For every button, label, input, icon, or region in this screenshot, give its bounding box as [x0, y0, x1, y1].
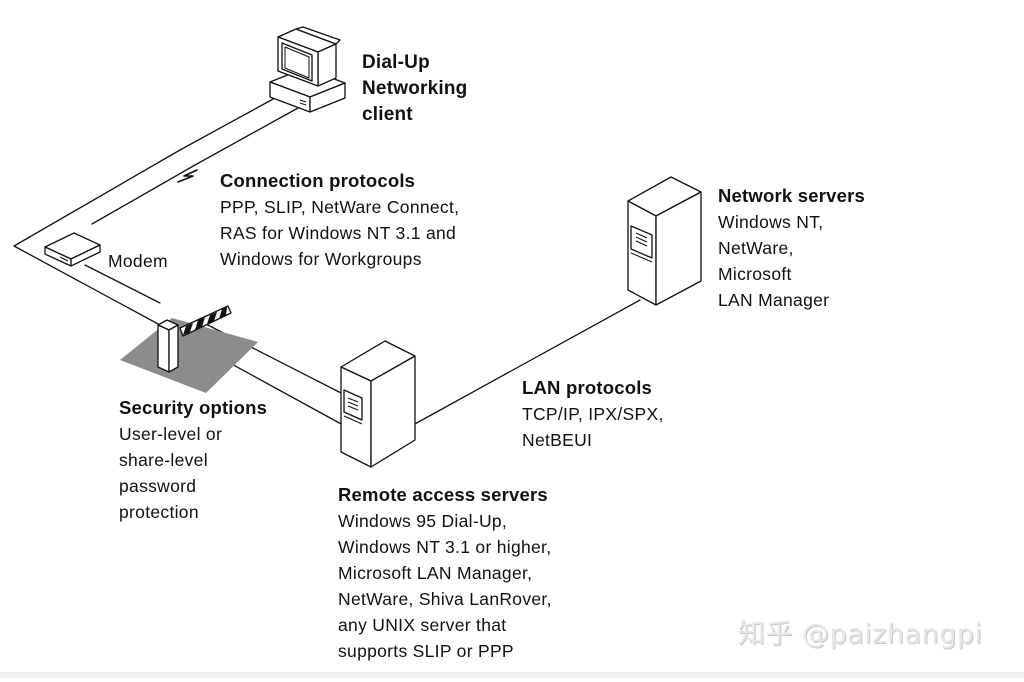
client-title-line: Networking: [362, 78, 468, 99]
connection-protocols-line: RAS for Windows NT 3.1 and: [220, 223, 457, 243]
remote-access-servers-line: NetWare, Shiva LanRover,: [338, 589, 552, 609]
network-servers-line: NetWare,: [718, 238, 794, 258]
phone-line-client-to-modem: [13, 97, 299, 247]
lan-protocols-title: LAN protocols: [522, 377, 653, 398]
network-servers-line: LAN Manager: [718, 290, 830, 310]
connection-protocols-line: Windows for Workgroups: [220, 249, 422, 269]
connection-protocols-line: PPP, SLIP, NetWare Connect,: [220, 197, 460, 217]
client-label: Dial-Up Networking client: [362, 50, 467, 128]
lan-protocols-line: NetBEUI: [522, 430, 593, 450]
security-options-title: Security options: [119, 397, 268, 418]
connection-protocols-label: Connection protocols PPP, SLIP, NetWare …: [220, 168, 459, 272]
network-servers-label: Network servers Windows NT, NetWare, Mic…: [718, 183, 865, 313]
modem-label: Modem: [108, 248, 168, 274]
modem-icon: [44, 232, 101, 267]
remote-access-servers-title: Remote access servers: [338, 484, 548, 505]
network-servers-title: Network servers: [718, 185, 865, 206]
watermark: 知乎 @paizhangpi: [738, 619, 983, 650]
remote-access-servers-line: supports SLIP or PPP: [338, 641, 514, 661]
remote-access-servers-label: Remote access servers Windows 95 Dial-Up…: [338, 482, 552, 664]
client-title-line: Dial-Up: [362, 52, 430, 73]
lan-protocols-line: TCP/IP, IPX/SPX,: [522, 404, 664, 424]
connection-protocols-title: Connection protocols: [220, 170, 416, 191]
security-options-line: password: [119, 476, 197, 496]
network-servers-line: Windows NT,: [718, 212, 824, 232]
lan-line-remote-to-network-server: [412, 299, 641, 426]
client-title-line: client: [362, 104, 413, 125]
modem-title: Modem: [108, 251, 168, 271]
remote-access-servers-line: Windows 95 Dial-Up,: [338, 511, 508, 531]
security-options-label: Security options User-level or share-lev…: [119, 395, 267, 525]
remote-access-servers-line: any UNIX server that: [338, 615, 507, 635]
security-options-line: share-level: [119, 450, 208, 470]
network-server-icon: [627, 176, 702, 306]
security-shadow: [120, 318, 258, 393]
security-options-line: User-level or: [119, 424, 223, 444]
remote-access-server-icon: [340, 340, 416, 468]
remote-access-servers-line: Windows NT 3.1 or higher,: [338, 537, 552, 557]
lan-protocols-label: LAN protocols TCP/IP, IPX/SPX, NetBEUI: [522, 375, 664, 453]
desktop-computer-icon: [269, 26, 346, 113]
bottom-divider: [0, 672, 1024, 678]
lightning-break-icon: [177, 169, 198, 183]
network-servers-line: Microsoft: [718, 264, 792, 284]
remote-access-servers-line: Microsoft LAN Manager,: [338, 563, 533, 583]
security-options-line: protection: [119, 502, 199, 522]
security-gate-icon: [157, 305, 232, 373]
